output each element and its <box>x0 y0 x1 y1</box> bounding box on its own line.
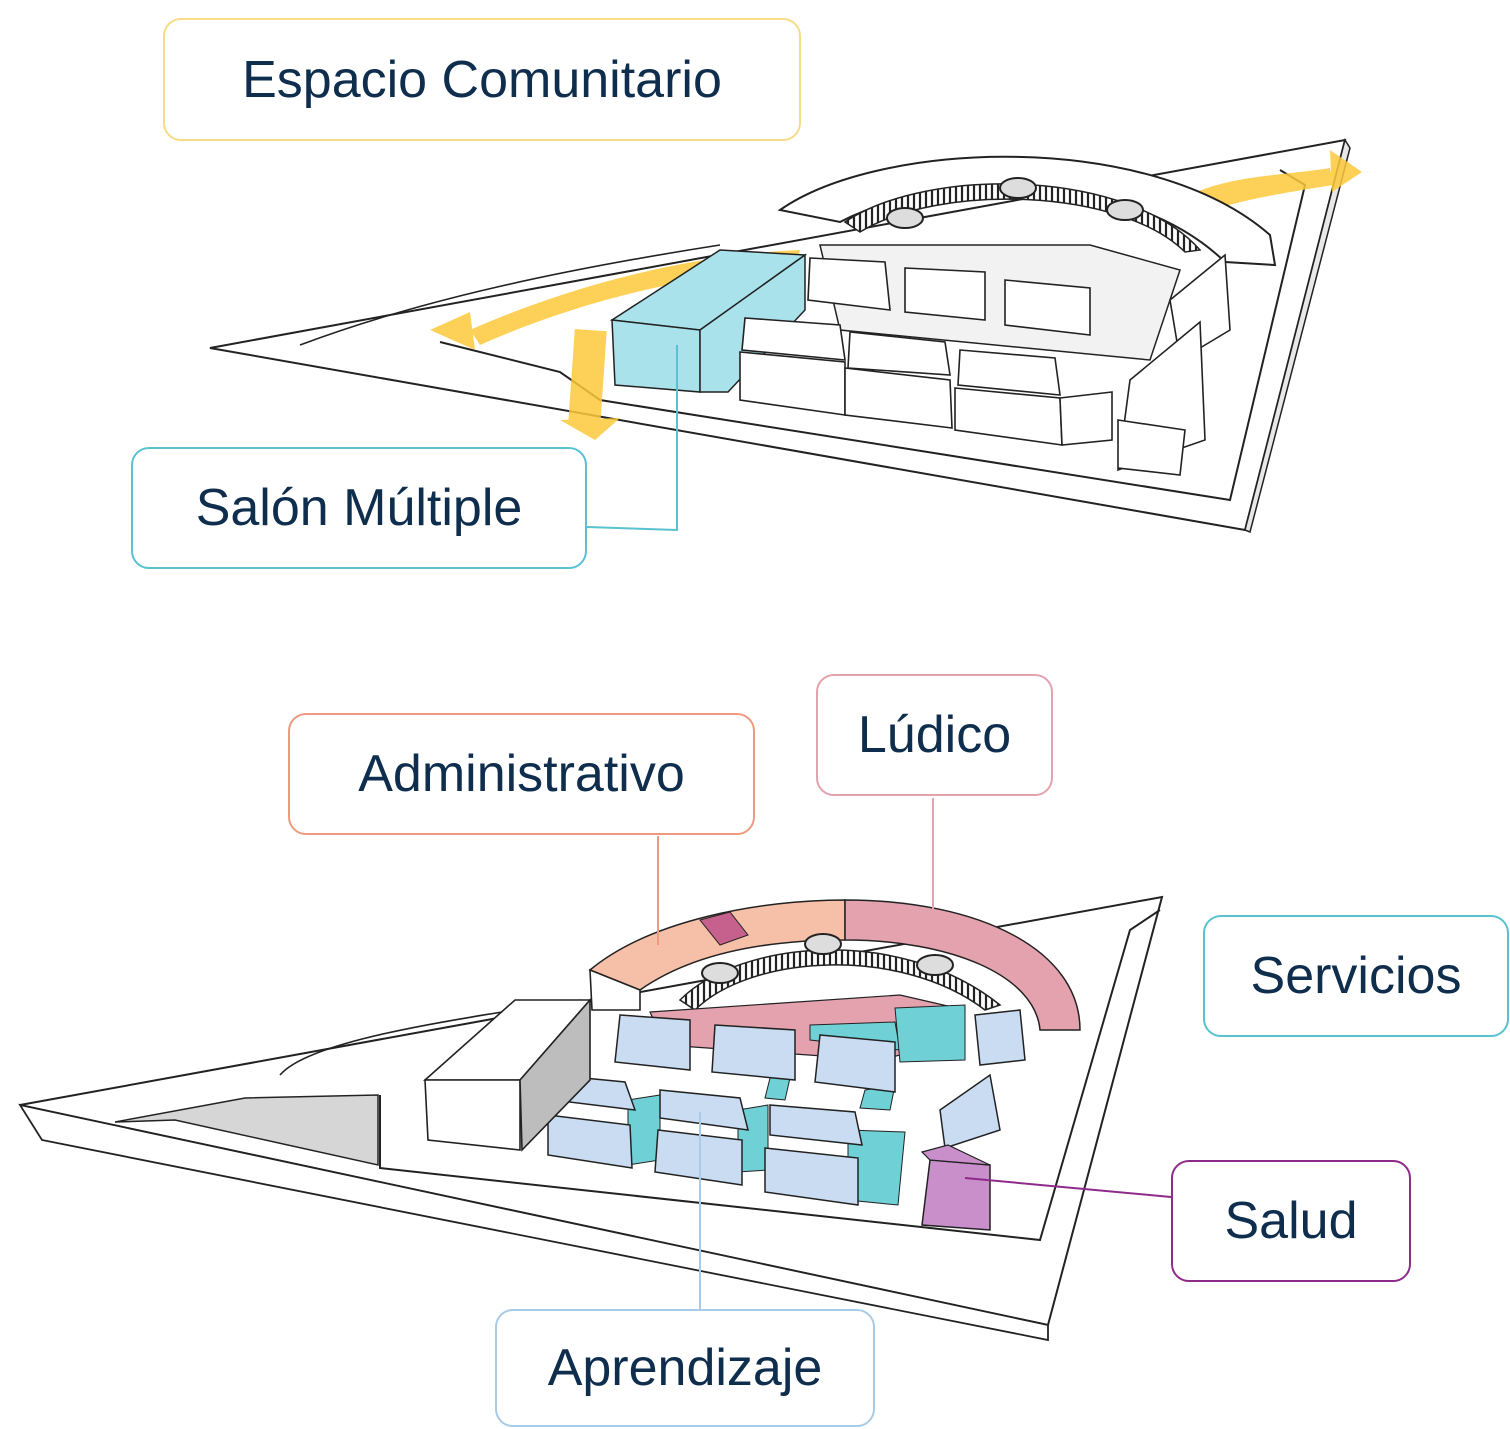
bottom-site-model <box>18 798 1172 1342</box>
top-site-model <box>209 138 1362 534</box>
top-service-blocks <box>1117 253 1231 476</box>
servicios-label: Servicios <box>1203 915 1509 1037</box>
salon-multiple-label: Salón Múltiple <box>131 447 587 569</box>
administrativo-label: Administrativo <box>288 713 755 835</box>
aprendizaje-blocks <box>547 1009 1026 1206</box>
salud-leader-line <box>964 1177 1172 1198</box>
top-hatched-ring <box>843 183 1202 253</box>
top-plate-edge <box>1244 138 1351 534</box>
administrativo-text: Administrativo <box>358 745 685 803</box>
ludico-label: Lúdico <box>816 674 1053 796</box>
salon-multiple-text: Salón Múltiple <box>195 479 523 537</box>
top-front-classrooms <box>739 317 1113 446</box>
bottom-rooftop-ring-2 <box>804 933 842 955</box>
top-rooftop-ring-1 <box>886 207 924 229</box>
salud-label: Salud <box>1171 1160 1411 1282</box>
aprendizaje-label: Aprendizaje <box>495 1309 875 1427</box>
administrativo-accent <box>699 911 749 946</box>
bottom-rooftop-ring-1 <box>701 962 739 984</box>
espacio-comunitario-label: Espacio Comunitario <box>163 18 801 141</box>
bottom-inner-path <box>379 909 1161 1242</box>
espacio-comunitario-text: Espacio Comunitario <box>242 50 722 109</box>
top-rooftop-ring-2 <box>999 177 1037 199</box>
bottom-rooftop-ring-3 <box>916 954 954 976</box>
bottom-white-blocks <box>422 968 641 1152</box>
bottom-grey-ramp <box>114 1094 379 1166</box>
ludico-ring-segment <box>844 899 1081 1031</box>
salud-block <box>920 1144 991 1231</box>
salon-leader-line <box>586 345 678 532</box>
aprendizaje-text: Aprendizaje <box>547 1339 823 1397</box>
ludico-text: Lúdico <box>857 706 1012 764</box>
salud-text: Salud <box>1224 1192 1358 1250</box>
top-curved-walk <box>299 244 721 346</box>
top-back-classrooms <box>807 257 1091 336</box>
servicios-text: Servicios <box>1250 947 1462 1005</box>
bottom-plate-edge <box>18 1103 1049 1342</box>
top-rooftop-ring-3 <box>1106 199 1144 221</box>
